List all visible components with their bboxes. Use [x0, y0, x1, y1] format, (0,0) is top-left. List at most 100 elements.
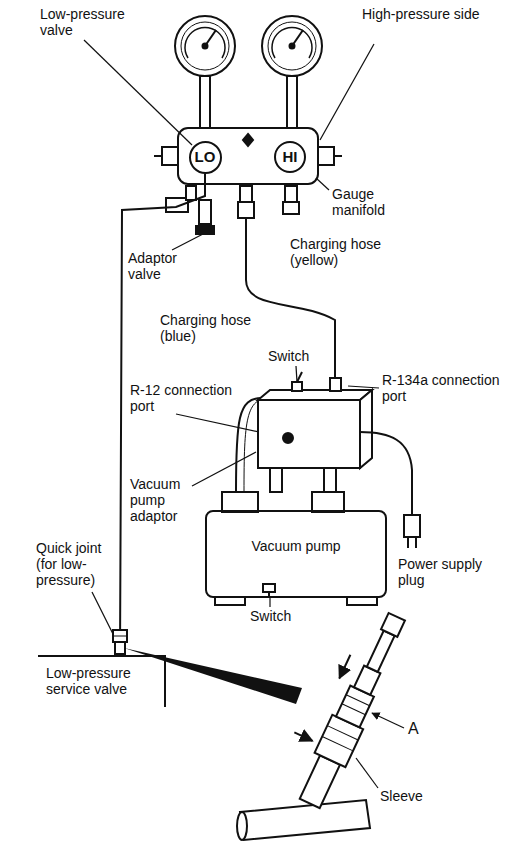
service-valve-detail	[346, 695, 370, 706]
service-valve-detail	[381, 613, 405, 637]
vacuum-pump	[347, 597, 377, 605]
leader-line	[192, 452, 256, 486]
gauge-manifold	[243, 134, 253, 146]
service-valve-detail	[339, 655, 350, 679]
vacuum-pump-adaptor	[283, 433, 293, 443]
service-valve-detail	[367, 631, 395, 672]
gauge-manifold	[154, 16, 342, 234]
part-label: R-12 connection port	[130, 382, 240, 414]
service-valve-detail	[300, 755, 340, 808]
vacuum-pump-adaptor	[407, 537, 409, 548]
node-text: LO	[195, 148, 216, 165]
part-label: Switch	[250, 608, 310, 624]
node-text: Low-pressure service valve	[46, 665, 156, 697]
low-side-circle: LO	[189, 141, 222, 174]
gauge-manifold	[181, 22, 229, 70]
vacuum-pump	[263, 584, 275, 592]
charging-hose-blue	[120, 174, 205, 656]
callout-letter: A	[408, 720, 438, 738]
service-valve-detail	[342, 704, 366, 715]
vacuum-pump-adaptor	[415, 537, 417, 548]
part-label: Sleeve	[380, 788, 450, 804]
service-valve-detail	[237, 812, 247, 840]
gauge-manifold	[196, 226, 214, 234]
gauge-manifold	[285, 186, 297, 202]
gauge-manifold	[287, 76, 297, 128]
vacuum-pump-adaptor	[258, 400, 360, 468]
service-valve-detail	[240, 800, 370, 840]
vacuum-pump-adaptor	[292, 382, 302, 391]
vacuum-pump-body: Vacuum pump	[205, 510, 387, 598]
high-side-circle: HI	[274, 141, 306, 173]
service-valve-detail	[327, 726, 358, 740]
vacuum-pump-adaptor	[360, 432, 412, 515]
leader-line	[372, 713, 404, 728]
leader-line	[320, 44, 374, 140]
hose-label: Charging hose (yellow)	[290, 236, 390, 268]
service-valve-detail	[322, 737, 353, 751]
vacuum-pump	[215, 597, 245, 605]
part-label: Gauge manifold	[332, 186, 407, 218]
vacuum-pump	[215, 492, 377, 605]
gauge-manifold	[200, 76, 210, 128]
service-valve-detail	[294, 732, 312, 740]
part-label: Power supply plug	[398, 556, 498, 588]
vacuum-pump	[312, 492, 344, 512]
leader-line	[348, 386, 379, 388]
vacuum-pump-adaptor	[258, 390, 372, 400]
service-valve-detail	[270, 598, 412, 810]
service-valve-box: Low-pressure service valve	[38, 655, 166, 707]
gauge-manifold	[272, 27, 312, 58]
vacuum-pump-adaptor	[270, 468, 282, 492]
leader-line	[92, 592, 113, 634]
hose-label: Charging hose (blue)	[160, 312, 260, 344]
gauge-manifold	[268, 22, 316, 70]
part-label: High-pressure side	[362, 6, 482, 22]
gauge-manifold	[318, 147, 334, 165]
node-text: Vacuum pump	[217, 538, 375, 554]
leader-line	[316, 178, 329, 190]
leader-line	[296, 366, 297, 382]
leader-line	[269, 598, 270, 607]
gauge-manifold	[162, 147, 178, 165]
gauge-manifold	[203, 44, 208, 49]
gauge-manifold	[240, 186, 252, 202]
vacuum-pump	[222, 492, 258, 512]
gauge-manifold	[175, 16, 235, 76]
quick-joint	[115, 642, 125, 654]
part-label: Switch	[268, 348, 328, 364]
part-label: Adaptor valve	[128, 250, 198, 282]
part-label: Quick joint (for low-pressure)	[36, 540, 114, 588]
part-label: Low-pressure valve	[40, 6, 140, 38]
vacuum-pump-adaptor	[297, 372, 302, 382]
gauge-manifold	[166, 198, 188, 212]
gauge-manifold	[283, 202, 299, 214]
gauge-manifold	[185, 27, 225, 58]
gauge-manifold	[290, 44, 295, 49]
quick-joint	[113, 630, 127, 654]
quick-joint	[113, 630, 127, 642]
vacuum-pump-adaptor	[360, 390, 372, 468]
gauge-manifold	[334, 155, 342, 157]
node-text: HI	[283, 148, 298, 165]
gauge-manifold	[262, 16, 322, 76]
vacuum-pump-adaptor	[324, 468, 336, 492]
leader-line	[172, 234, 203, 250]
leader-line	[84, 40, 192, 145]
gauge-manifold	[178, 128, 318, 184]
part-label: Vacuum pump adaptor	[130, 476, 200, 524]
leader-line	[84, 40, 404, 788]
quick-joint	[113, 636, 127, 637]
vacuum-pump-adaptor	[404, 515, 420, 537]
leader-line	[356, 758, 378, 788]
gauge-manifold	[199, 200, 211, 224]
vacuum-pump-adaptor	[330, 378, 341, 391]
gauge-manifold	[186, 186, 196, 200]
part-label: R-134a connection port	[382, 372, 500, 404]
gauge-manifold	[238, 202, 254, 218]
gauge-manifold	[154, 155, 162, 157]
